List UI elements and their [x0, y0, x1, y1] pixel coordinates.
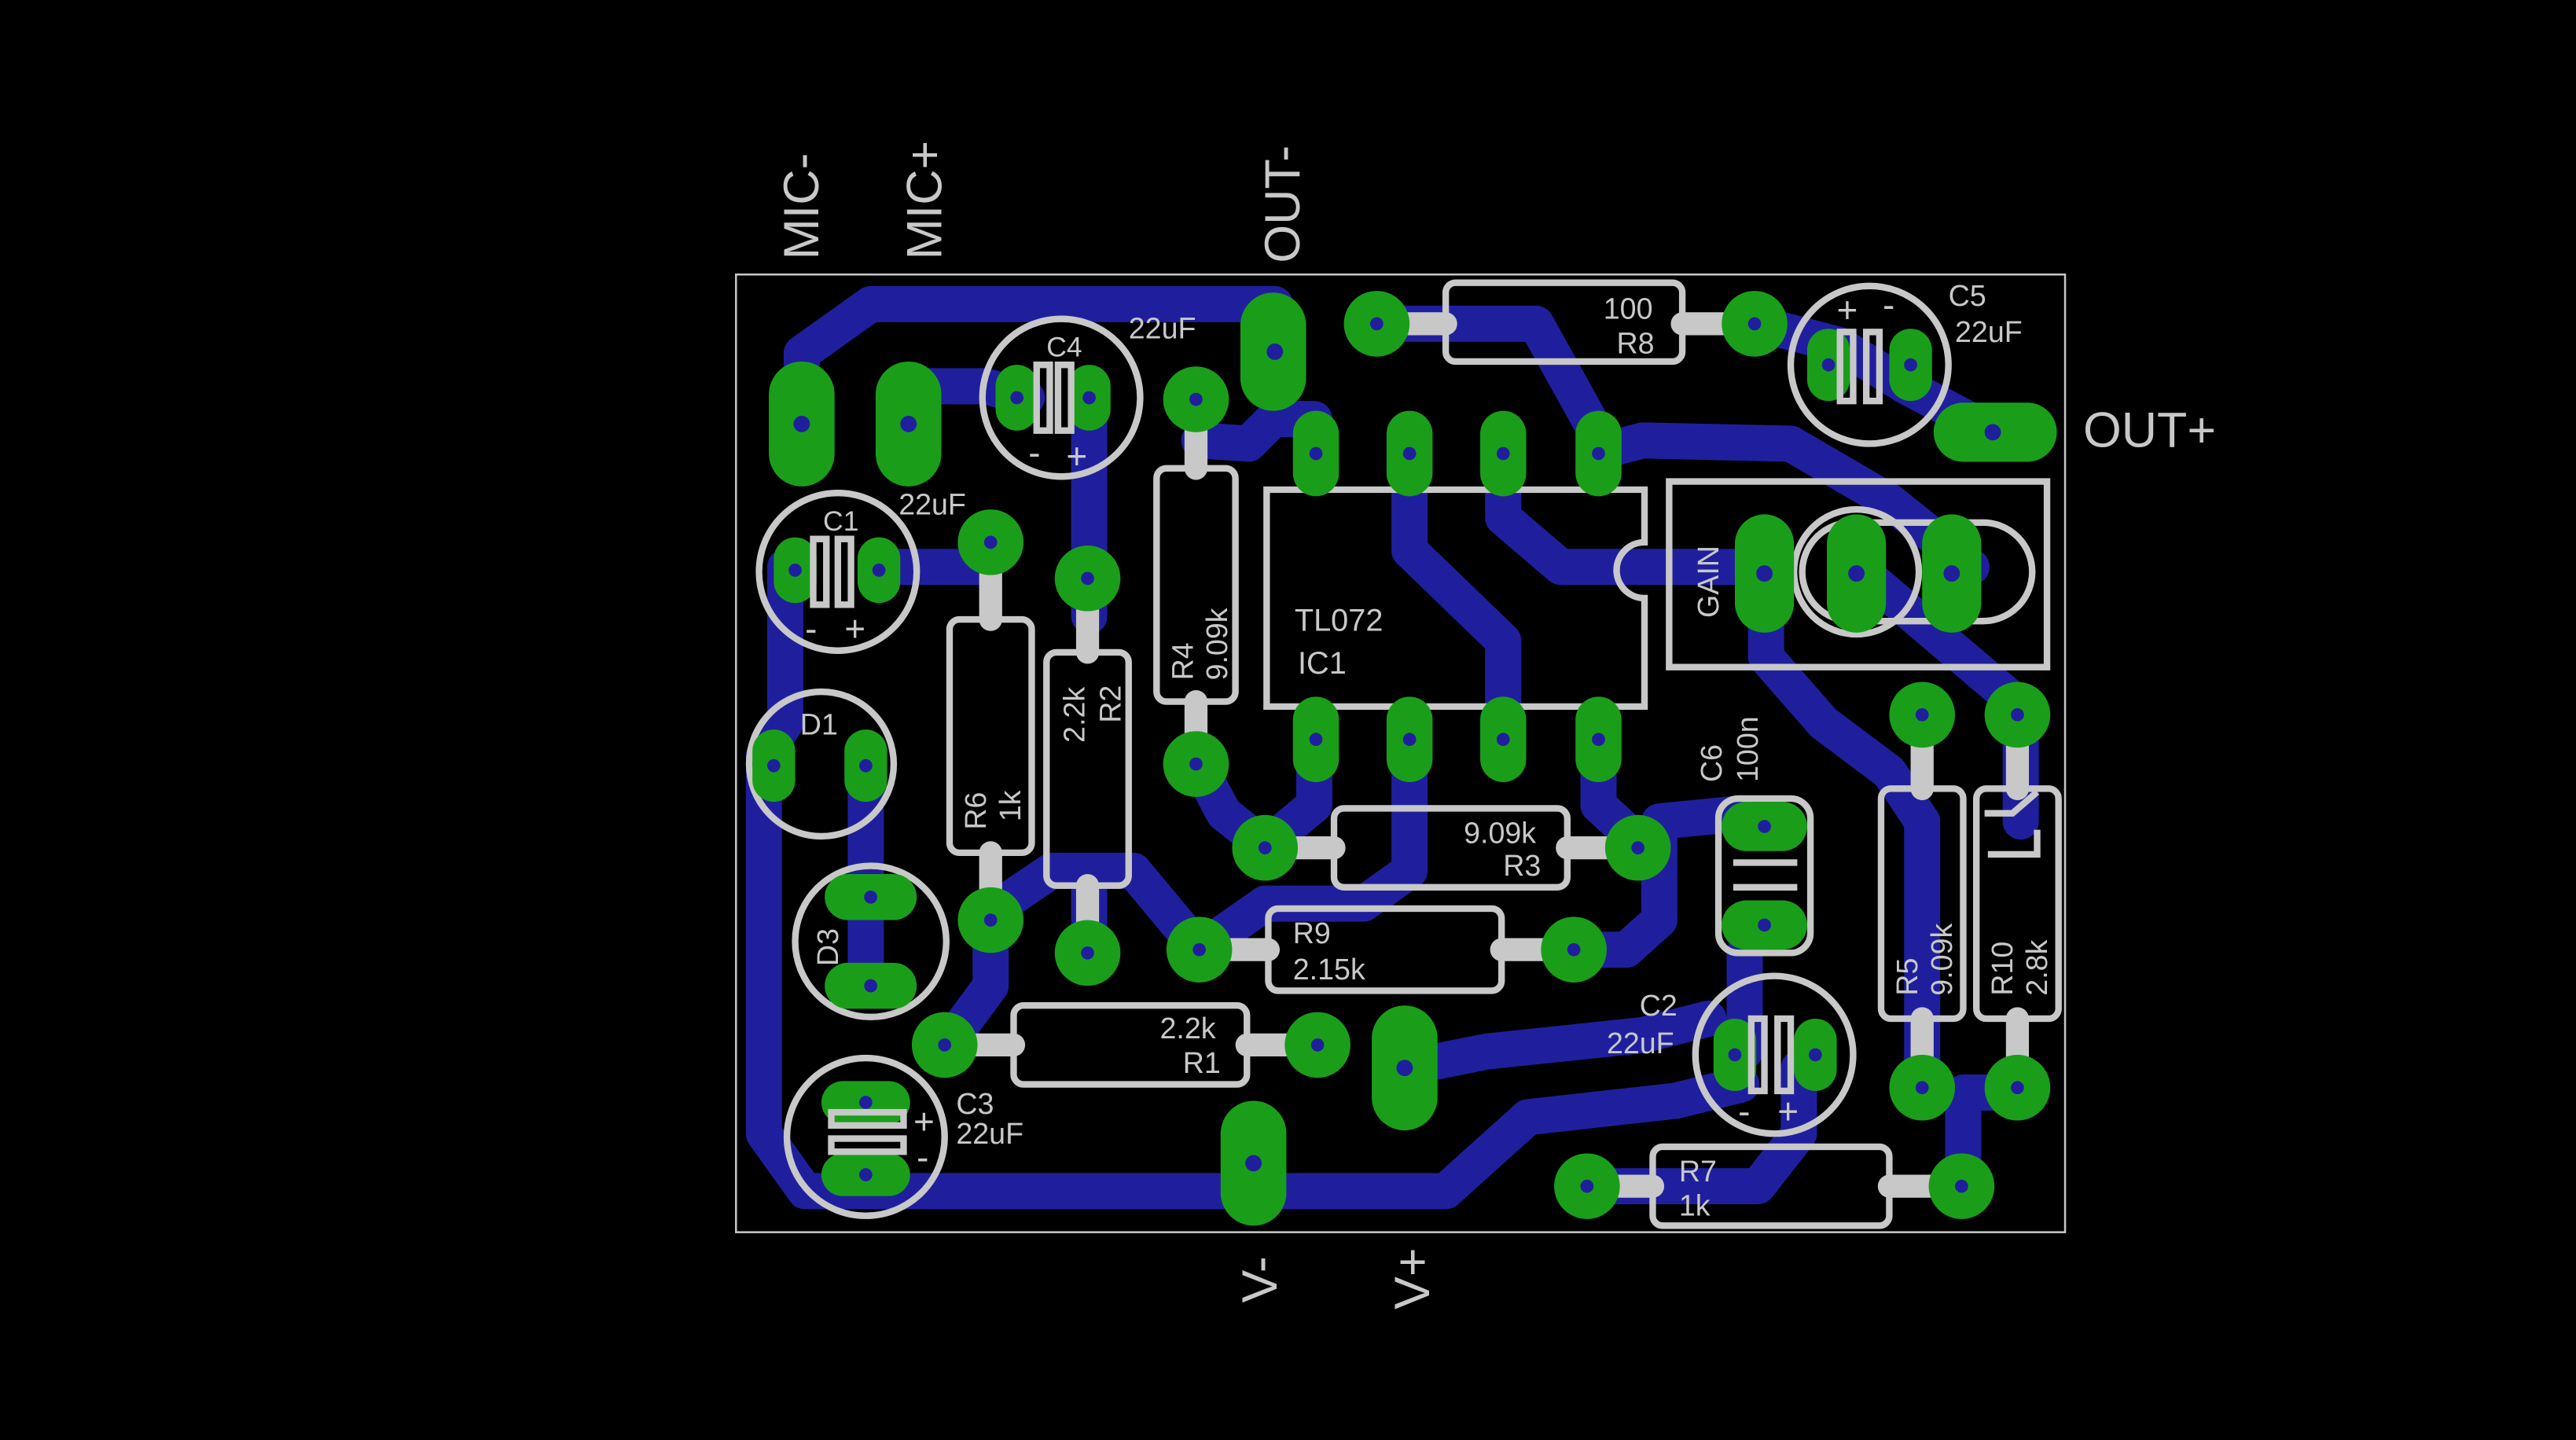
d1-ref: D1 [800, 707, 838, 740]
r10-ref: R10 [1986, 942, 2019, 996]
pot-slot [1799, 519, 2036, 625]
c6-value: 100n [1731, 716, 1764, 782]
ic1-ref: IC1 [1298, 646, 1347, 681]
r5-value: 9.09k [1925, 923, 1958, 995]
label-mic-plus: MIC+ [898, 141, 953, 260]
r4-value: 9.09k [1200, 608, 1233, 680]
c5-plus-mark: + [1837, 289, 1858, 330]
c5-value: 22uF [1955, 315, 2023, 348]
c3-minus-mark: - [917, 1137, 928, 1177]
r10-value: 2.8k [2020, 939, 2053, 995]
pads [752, 291, 2057, 1226]
r8-ref: R8 [1616, 327, 1654, 360]
r7-value: 1k [1679, 1189, 1711, 1222]
r3-value: 9.09k [1464, 816, 1536, 849]
ic1-body [1263, 486, 1648, 711]
r9-value: 2.15k [1293, 953, 1365, 986]
c3-plus-mark: + [913, 1100, 935, 1141]
c4-plus-mark: + [1066, 435, 1087, 476]
label-v-plus: V+ [1385, 1247, 1440, 1309]
label-mic-minus: MIC- [774, 153, 829, 260]
c2-outline [1692, 972, 1857, 1137]
label-out-plus: OUT+ [2083, 403, 2216, 458]
ic1-value: TL072 [1295, 604, 1384, 638]
c2-value: 22uF [1607, 1027, 1674, 1060]
d3-ref: D3 [811, 928, 844, 966]
c2-ref: C2 [1640, 989, 1678, 1022]
c3-value: 22uF [956, 1117, 1023, 1150]
r5-ref: R5 [1891, 958, 1924, 996]
board-outline [735, 273, 2067, 1233]
c4-minus-mark: - [1028, 432, 1040, 473]
r8-value: 100 [1604, 292, 1653, 325]
c5-outline [1787, 282, 1952, 447]
r6-ref: R6 [959, 792, 992, 830]
c3-ref: C3 [956, 1087, 994, 1120]
pot-outline [1666, 478, 2051, 670]
c1-value: 22uF [898, 487, 966, 520]
r3-ref: R3 [1503, 849, 1541, 882]
c2-minus-mark: - [1738, 1091, 1750, 1132]
c1-minus-mark: - [805, 608, 817, 648]
pot-label: GAIN [1692, 546, 1725, 618]
c1-plus-mark: + [844, 608, 865, 648]
c5-ref: C5 [1949, 279, 1986, 312]
c6-outline [1714, 795, 1814, 957]
r2-value: 2.2k [1057, 687, 1090, 743]
polarity-markings [810, 329, 2041, 1155]
c1-outline [755, 490, 921, 654]
c4-ref: C4 [1046, 332, 1082, 363]
r6-value: 1k [994, 790, 1027, 821]
r1-ref: R1 [1183, 1046, 1221, 1079]
r9-ref: R9 [1293, 917, 1331, 950]
c1-ref: C1 [823, 505, 858, 537]
c3-outline [783, 1054, 948, 1219]
r1-value: 2.2k [1159, 1012, 1215, 1045]
r4-ref: R4 [1166, 642, 1199, 680]
c2-plus-mark: + [1777, 1091, 1799, 1132]
d1-outline [745, 688, 898, 840]
silkscreen-text: MIC- MIC+ OUT- OUT+ V- V+ TL072 IC1 C4 2… [774, 141, 2216, 1310]
r7-ref: R7 [1679, 1155, 1717, 1188]
c4-outline [979, 315, 1144, 480]
d3-outline [792, 862, 950, 1021]
c4-value: 22uF [1129, 312, 1196, 345]
label-out-minus: OUT- [1255, 145, 1310, 263]
label-v-minus: V- [1233, 1256, 1288, 1302]
r2-ref: R2 [1093, 685, 1126, 723]
c5-minus-mark: - [1883, 285, 1894, 325]
c6-ref: C6 [1695, 744, 1728, 782]
